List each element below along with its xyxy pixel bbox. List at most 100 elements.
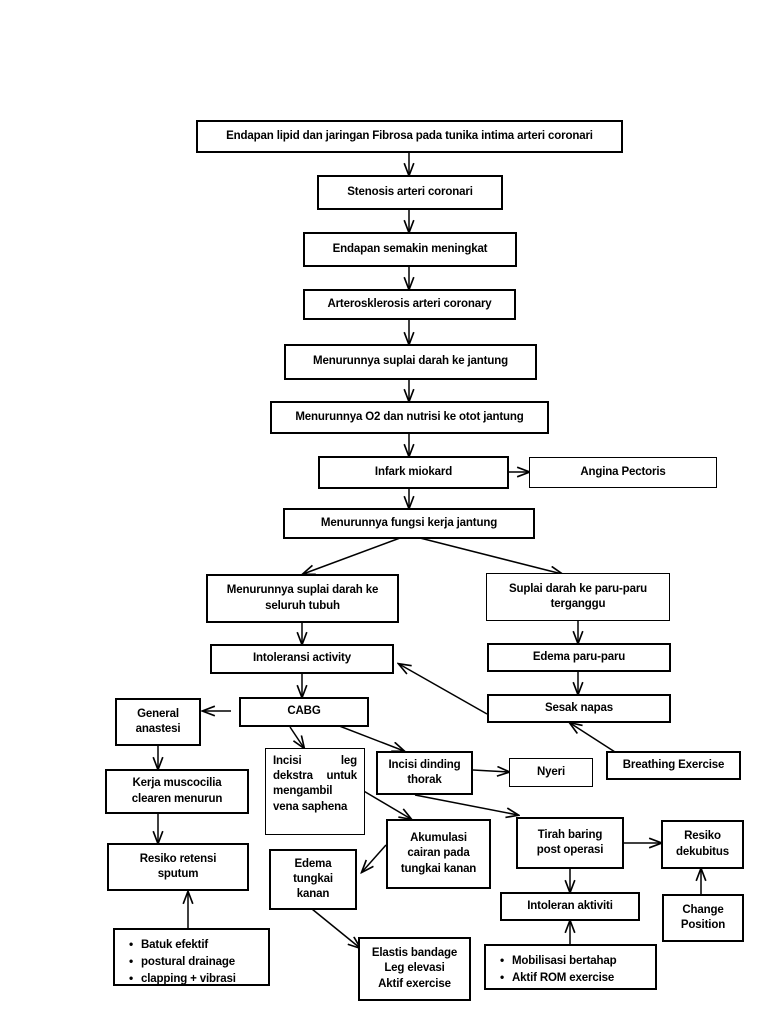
list-item: • postural drainage — [121, 955, 264, 970]
node-stenosis[interactable]: Stenosis arteri coronari — [317, 175, 503, 210]
node-breathing-exercise[interactable]: Breathing Exercise — [606, 751, 741, 780]
node-fungsi-kerja-jantung[interactable]: Menurunnya fungsi kerja jantung — [283, 508, 535, 539]
batuk-list-item-1: postural drainage — [141, 956, 235, 969]
node-suplai-paru-line2: terganggu — [550, 598, 606, 610]
list-item: • Batuk efektif — [121, 938, 264, 953]
node-resiko-retensi-line2: sputum — [157, 868, 199, 880]
bullet-icon: • — [128, 954, 134, 969]
node-edema-tungkai-line3: kanan — [296, 888, 330, 901]
arrow-incisidinding-to-tirahbaring — [414, 794, 518, 815]
node-kerja-muscocilia-line1: Kerja muscocilia — [132, 777, 222, 790]
node-intoleransi-activity[interactable]: Intoleransi activity — [210, 644, 394, 674]
node-suplai-paru[interactable]: Suplai darah ke paru-paru terganggu — [486, 573, 670, 621]
mobilisasi-list-item-1: Aktif ROM exercise — [512, 972, 615, 985]
node-incisi-dinding-thorak[interactable]: Incisi dinding thorak — [376, 751, 473, 795]
node-resiko-dekubitus-line1: Resiko — [684, 830, 721, 843]
arrow-edematungkai-to-elastis — [311, 908, 360, 948]
node-fungsi-kerja-jantung-label: Menurunnya fungsi kerja jantung — [320, 516, 498, 529]
node-general-anastesi-line1: General — [137, 707, 179, 720]
node-suplai-darah-jantung-label: Menurunnya suplai darah ke jantung — [313, 355, 508, 368]
node-edema-tungkai-line2: tungkai — [293, 872, 333, 885]
node-incisi-leg-line3: mengambil — [273, 785, 333, 798]
node-incisi-leg-line1: Incisi leg — [273, 755, 357, 767]
mobilisasi-list-item-0: Mobilisasi bertahap — [512, 955, 617, 967]
node-breathing-exercise-label: Breathing Exercise — [622, 758, 725, 771]
node-akumulasi-line1: Akumulasi — [410, 832, 467, 845]
node-kerja-muscocilia[interactable]: Kerja muscocilia clearen menurun — [105, 769, 249, 814]
batuk-list-item-2: clapping + vibrasi — [141, 973, 236, 986]
node-elastis-line3: Aktif exercise — [378, 977, 451, 990]
node-nyeri[interactable]: Nyeri — [509, 758, 593, 787]
node-infark-miokard[interactable]: Infark miokard — [318, 456, 509, 489]
node-incisi-dinding-line1: Incisi dinding — [388, 758, 461, 771]
node-change-position[interactable]: Change Position — [662, 894, 744, 942]
node-akumulasi-cairan[interactable]: Akumulasi cairan pada tungkai kanan — [386, 819, 491, 889]
node-mobilisasi-list[interactable]: • Mobilisasi bertahap • Aktif ROM exerci… — [484, 944, 657, 990]
bullet-icon: • — [499, 970, 505, 985]
node-elastis-bandage[interactable]: Elastis bandage Leg elevasi Aktif exerci… — [358, 937, 471, 1001]
arrow-breathingexercise-to-sesaknapas — [570, 723, 616, 753]
node-resiko-dekubitus-line2: dekubitus — [676, 845, 729, 858]
list-item: • clapping + vibrasi — [121, 972, 264, 987]
node-endapan-meningkat[interactable]: Endapan semakin meningkat — [303, 232, 517, 267]
node-akumulasi-line3: tungkai kanan — [400, 862, 477, 875]
node-sesak-napas[interactable]: Sesak napas — [487, 694, 671, 723]
bullet-icon: • — [128, 971, 134, 986]
node-arterosklerosis[interactable]: Arterosklerosis arteri coronary — [303, 289, 516, 320]
node-incisi-dinding-line2: thorak — [407, 774, 442, 786]
bullet-icon: • — [128, 937, 134, 951]
node-infark-miokard-label: Infark miokard — [374, 465, 453, 478]
node-edema-tungkai-line1: Edema — [294, 857, 332, 870]
node-stenosis-label: Stenosis arteri coronari — [347, 185, 473, 198]
node-edema-paru[interactable]: Edema paru-paru — [487, 643, 671, 672]
node-intoleran-aktiviti[interactable]: Intoleran aktiviti — [500, 892, 640, 921]
node-general-anastesi-line2: anastesi — [135, 723, 181, 735]
list-item: • Mobilisasi bertahap — [492, 954, 651, 969]
node-edema-paru-label: Edema paru-paru — [532, 650, 626, 663]
node-change-position-line2: Position — [680, 919, 726, 931]
node-intoleransi-activity-label: Intoleransi activity — [253, 652, 351, 665]
list-item: • Aktif ROM exercise — [492, 971, 651, 986]
arrow-fungsikerja-to-suplaiparu — [419, 537, 562, 574]
arrow-cabg-to-incisileg — [289, 726, 304, 748]
node-arterosklerosis-label: Arterosklerosis arteri coronary — [327, 297, 492, 310]
node-elastis-line2: Leg elevasi — [384, 962, 445, 975]
node-incisi-leg-line2: dekstra untuk — [273, 770, 357, 783]
node-batuk-list[interactable]: • Batuk efektif • postural drainage • cl… — [113, 928, 270, 986]
node-cabg-label: CABG — [287, 705, 321, 718]
node-cabg[interactable]: CABG — [239, 697, 369, 727]
arrow-fungsikerja-to-suplaitubuh — [303, 537, 401, 574]
node-suplai-paru-line1: Suplai darah ke paru-paru — [508, 582, 648, 595]
node-suplai-darah-jantung[interactable]: Menurunnya suplai darah ke jantung — [284, 344, 537, 380]
node-sesak-napas-label: Sesak napas — [544, 701, 614, 714]
node-endapan-lipid[interactable]: Endapan lipid dan jaringan Fibrosa pada … — [196, 120, 623, 153]
node-tirah-baring[interactable]: Tirah baring post operasi — [516, 817, 624, 869]
node-tirah-baring-line1: Tirah baring — [537, 828, 603, 841]
batuk-list-item-0: Batuk efektif — [141, 939, 209, 951]
bullet-icon: • — [499, 953, 505, 967]
node-nyeri-label: Nyeri — [536, 765, 566, 778]
node-resiko-dekubitus[interactable]: Resiko dekubitus — [661, 820, 744, 869]
node-incisi-leg[interactable]: Incisi leg dekstra untuk mengambil vena … — [265, 748, 365, 835]
node-o2-nutrisi-label: Menurunnya O2 dan nutrisi ke otot jantun… — [295, 410, 524, 423]
node-general-anastesi[interactable]: General anastesi — [115, 698, 201, 746]
node-resiko-retensi-sputum[interactable]: Resiko retensi sputum — [107, 843, 249, 891]
node-kerja-muscocilia-line2: clearen menurun — [131, 792, 223, 805]
node-o2-nutrisi[interactable]: Menurunnya O2 dan nutrisi ke otot jantun… — [270, 401, 549, 434]
arrow-akumulasi-to-edematungkai — [362, 844, 387, 872]
node-angina-pectoris[interactable]: Angina Pectoris — [529, 457, 717, 488]
node-incisi-leg-line4: vena saphena — [273, 800, 348, 813]
node-tirah-baring-line2: post operasi — [536, 844, 604, 856]
node-endapan-lipid-label: Endapan lipid dan jaringan Fibrosa pada … — [226, 129, 593, 142]
node-suplai-seluruh-tubuh[interactable]: Menurunnya suplai darah ke seluruh tubuh — [206, 574, 399, 623]
node-elastis-line1: Elastis bandage — [371, 947, 458, 960]
node-edema-tungkai-kanan[interactable]: Edema tungkai kanan — [269, 849, 357, 910]
node-suplai-seluruh-tubuh-line2: seluruh tubuh — [265, 599, 340, 612]
node-endapan-meningkat-label: Endapan semakin meningkat — [332, 242, 488, 255]
arrow-sesaknapas-to-intoleransi — [399, 664, 488, 715]
node-resiko-retensi-line1: Resiko retensi — [139, 852, 217, 865]
node-change-position-line1: Change — [682, 903, 724, 916]
node-suplai-seluruh-tubuh-line1: Menurunnya suplai darah ke — [226, 584, 379, 597]
